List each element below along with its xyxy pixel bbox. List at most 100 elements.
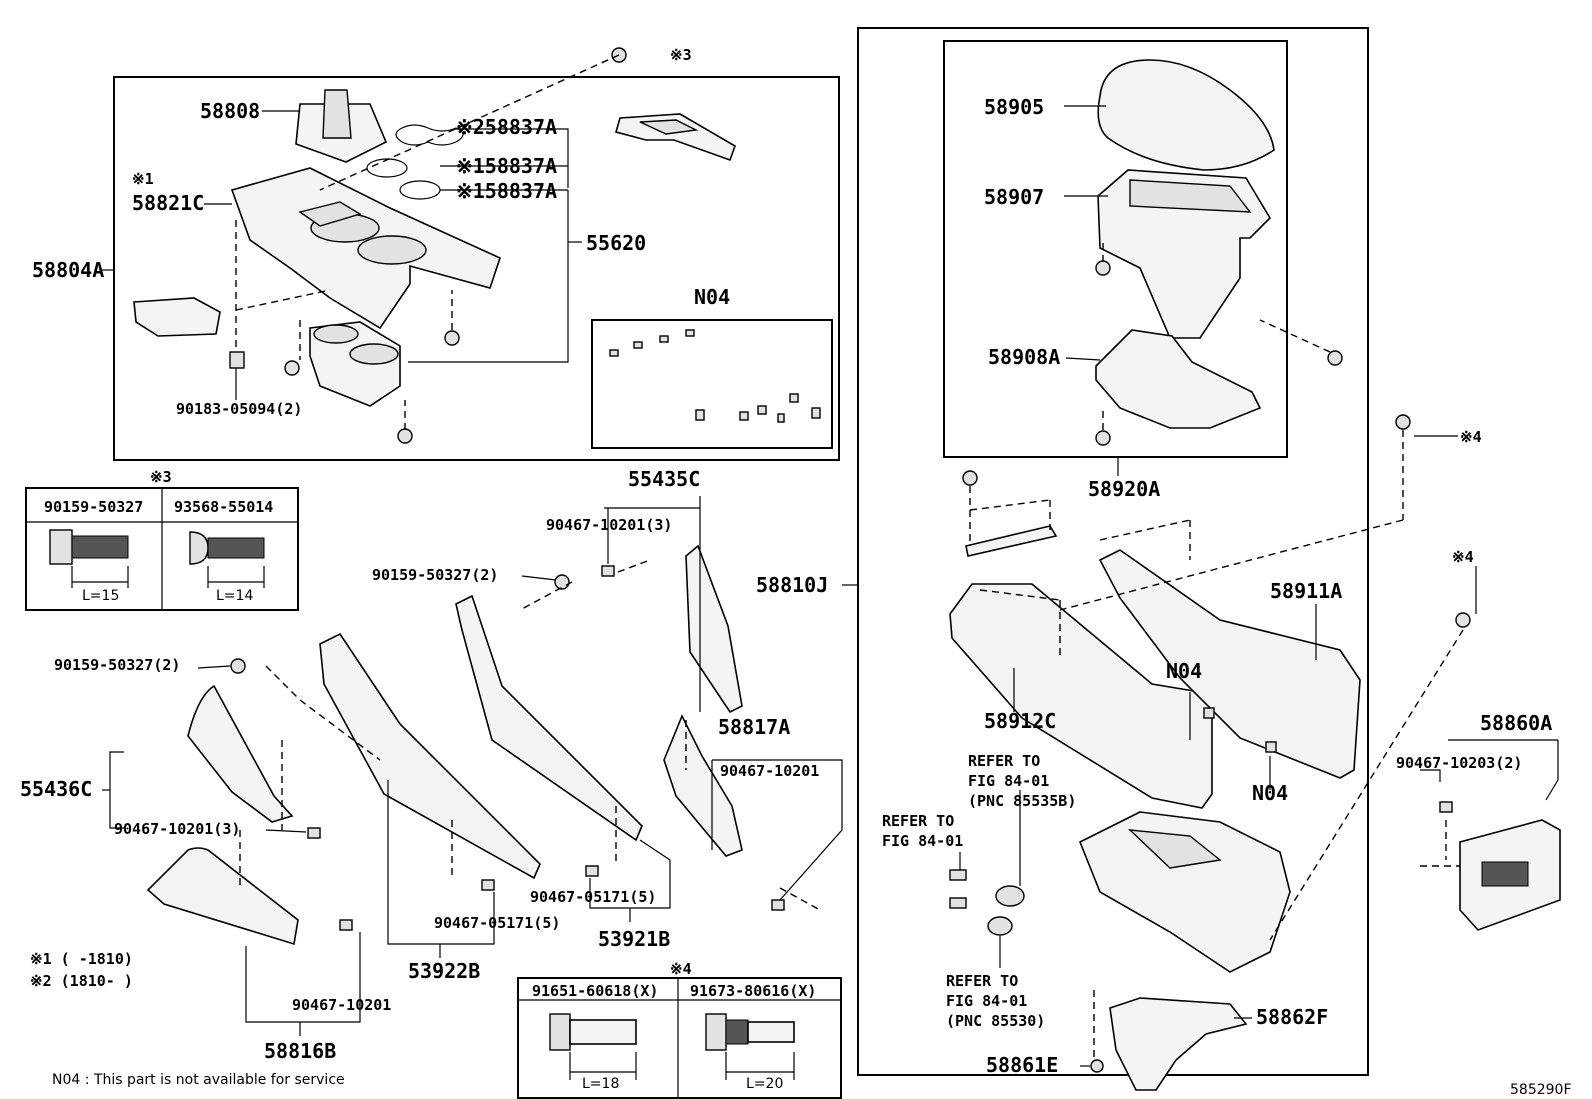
right-assembly-frame <box>857 27 1369 1076</box>
duct-58862F[interactable] <box>1109 997 1248 1091</box>
label-n04-low: N04 <box>1252 781 1288 805</box>
clip-icon[interactable] <box>307 827 321 839</box>
label-58860A: 58860A <box>1480 711 1552 735</box>
bolt-icon[interactable] <box>1090 1059 1104 1073</box>
clip-icon[interactable] <box>481 879 495 891</box>
armrest-group-frame <box>943 40 1288 458</box>
label-55436C: 55436C <box>20 777 92 801</box>
label-58837A-2: ※258837A <box>456 115 557 139</box>
shift-boot-58808[interactable] <box>295 89 388 163</box>
bolt-icon[interactable] <box>1095 260 1111 276</box>
refer3-line3: (PNC 85530) <box>946 1012 1045 1030</box>
side-trim-53922B[interactable] <box>319 632 541 880</box>
label-90467-10203: 90467-10203(2) <box>1396 754 1522 772</box>
fastener-table-3 <box>25 487 299 611</box>
label-n04-top: N04 <box>694 285 730 309</box>
side-trim-53921B[interactable] <box>455 594 643 842</box>
table4-len1: L=18 <box>582 1076 619 1092</box>
label-55620: 55620 <box>586 231 646 255</box>
label-58837A-1a: ※158837A <box>456 154 557 178</box>
refer3-line2: FIG 84-01 <box>946 992 1027 1010</box>
clip-icon[interactable] <box>1203 707 1215 719</box>
bolt-icon[interactable] <box>962 470 978 486</box>
refer1-line2: FIG 84-01 <box>968 772 1049 790</box>
bolt-icon[interactable] <box>397 428 413 444</box>
label-n04-mid: N04 <box>1166 659 1202 683</box>
upper-leaders <box>102 54 620 430</box>
label-90467-10201-3a: 90467-10201(3) <box>546 516 672 534</box>
bolt-icon[interactable] <box>1327 350 1343 366</box>
bolt-icon[interactable] <box>1095 430 1111 446</box>
label-58911A: 58911A <box>1270 579 1342 603</box>
clip-icon[interactable] <box>585 865 599 877</box>
label-90183: 90183-05094(2) <box>176 400 302 418</box>
clip-icon[interactable] <box>601 565 615 577</box>
label-58837A-1b: ※158837A <box>456 179 557 203</box>
label-note4-table: ※4 <box>670 960 692 978</box>
usb-connector[interactable] <box>949 869 1025 936</box>
bolt-icon[interactable] <box>284 360 300 376</box>
label-58821C-note: ※1 <box>132 170 154 188</box>
clip-icon[interactable] <box>771 899 785 911</box>
label-90467-05171-b: 90467-05171(5) <box>434 914 560 932</box>
console-box[interactable] <box>1078 811 1291 973</box>
clip-90183[interactable] <box>229 351 245 369</box>
label-58862F: 58862F <box>1256 1005 1328 1029</box>
label-58808: 58808 <box>200 99 260 123</box>
bolt-icon[interactable] <box>1395 414 1411 430</box>
label-58908A: 58908A <box>988 345 1060 369</box>
console-side-58912C[interactable] <box>949 583 1213 809</box>
label-58810J: 58810J <box>756 573 828 597</box>
label-53921B: 53921B <box>598 927 670 951</box>
hinge-box-58907[interactable] <box>1097 169 1272 339</box>
label-58905: 58905 <box>984 95 1044 119</box>
lower-panel-58816B[interactable] <box>146 847 299 946</box>
refer2-line1: REFER TO <box>882 812 954 830</box>
console-side-58911A[interactable] <box>1098 549 1361 779</box>
label-55435C: 55435C <box>628 467 700 491</box>
lower-left-leaders <box>102 496 843 1036</box>
bolt-icon[interactable] <box>554 574 570 590</box>
label-58816B: 58816B <box>264 1039 336 1063</box>
armrest-lid-58905[interactable] <box>1097 59 1275 171</box>
clip-icon[interactable] <box>1265 741 1277 753</box>
table3-col1: 90159-50327 <box>44 498 143 516</box>
bracket-part[interactable] <box>133 297 221 337</box>
n04-legend: N04 : This part is not available for ser… <box>52 1072 345 1088</box>
label-53922B: 53922B <box>408 959 480 983</box>
bolt-icon[interactable] <box>1455 612 1471 628</box>
label-90467-10201-3b: 90467-10201(3) <box>114 820 240 838</box>
bracket-58908A[interactable] <box>1095 329 1262 429</box>
table3-len2: L=14 <box>216 588 253 604</box>
table3-len1: L=15 <box>82 588 119 604</box>
clip-icon[interactable] <box>339 919 353 931</box>
refer2-line2: FIG 84-01 <box>882 832 963 850</box>
label-58861E: 58861E <box>986 1053 1058 1077</box>
label-58821C: 58821C <box>132 191 204 215</box>
label-58907: 58907 <box>984 185 1044 209</box>
label-90467-10201-a: 90467-10201 <box>720 762 819 780</box>
trim-bezel-55620[interactable] <box>615 113 736 162</box>
fastener-table-4 <box>517 977 842 1099</box>
upper-left-group-frame <box>113 76 840 461</box>
label-58817A: 58817A <box>718 715 790 739</box>
rear-duct-58860A[interactable] <box>1459 819 1561 931</box>
label-note3-top: ※3 <box>670 46 692 64</box>
refer1-line3: (PNC 85535B) <box>968 792 1076 810</box>
label-58912C: 58912C <box>984 709 1056 733</box>
cup-holder-insert[interactable] <box>309 321 401 407</box>
cover-55435C[interactable] <box>685 544 743 714</box>
console-panel-58821C[interactable] <box>230 167 501 330</box>
footnote-1: ※1 ( -1810) <box>30 950 133 968</box>
bolt-icon[interactable] <box>230 658 246 674</box>
bolt-icon[interactable] <box>444 330 460 346</box>
side-panel-55436C[interactable] <box>187 684 294 823</box>
table4-col1: 91651-60618(X) <box>532 982 658 1000</box>
label-90159-b: 90159-50327(2) <box>54 656 180 674</box>
table3-col2: 93568-55014 <box>174 498 273 516</box>
label-90159-a: 90159-50327(2) <box>372 566 498 584</box>
retainer-strip[interactable] <box>965 525 1058 557</box>
clip-icon[interactable] <box>1439 801 1453 813</box>
n04-small-clips <box>609 329 821 423</box>
